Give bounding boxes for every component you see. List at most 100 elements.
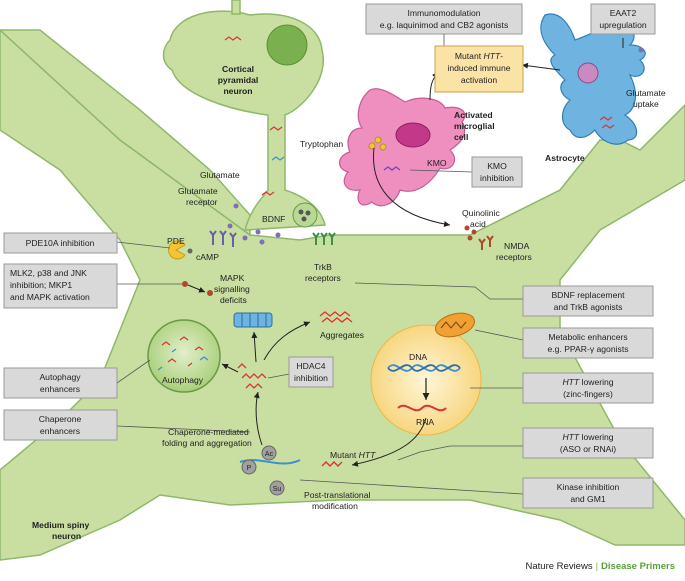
aggregates-label: Aggregates (320, 330, 364, 340)
htt-squiggle-3 (271, 156, 285, 161)
metabolic-line2: e.g. PPAR-γ agonists (547, 344, 628, 354)
therapy-box-mlk2: MLK2, p38 and JNK inhibition; MKP1 and M… (3, 263, 118, 309)
aggregates-icon (319, 311, 353, 323)
mitochondrion-cristae (440, 321, 467, 329)
pde-enzyme (168, 240, 186, 260)
autophagy-label: Autophagy (162, 375, 204, 385)
publisher-name: Nature Reviews (525, 561, 593, 572)
hdac4-line2: inhibition (294, 373, 328, 383)
camp-label: cAMP (196, 252, 219, 262)
mlk2-line2: inhibition; MKP1 (10, 280, 72, 290)
chaperone-label-1: Chaperone-mediated (168, 427, 249, 437)
mutant-htt-strand (321, 461, 343, 467)
pde10a-text: PDE10A inhibition (26, 238, 95, 248)
immunomodulation-line2: e.g. laquinimod and CB2 agonists (380, 20, 509, 30)
ptm-modifications (241, 445, 285, 496)
therapy-box-eaat2: EAAT2 upregulation (590, 3, 656, 35)
microglia-label-3: cell (454, 132, 468, 142)
dna-label: DNA (409, 352, 427, 362)
proteasome-icon (233, 312, 273, 328)
glutamate-receptors (209, 230, 237, 247)
therapy-box-immune-activation: Mutant HTT- induced immune activation (434, 45, 524, 93)
htt-squiggle-1 (224, 36, 242, 41)
tryptophan-to-kmo-arrow (373, 147, 451, 227)
hdac4-line1: HDAC4 (296, 361, 325, 371)
autophagosome-contents-blue (157, 348, 209, 371)
therapy-box-kinase: Kinase inhibition and GM1 (522, 477, 654, 509)
therapy-box-htt-lowering-aso: HTT lowering (ASO or RNAi) (522, 427, 654, 459)
httlow1-line2: (zinc-fingers) (563, 389, 613, 399)
trkb-receptors (312, 232, 336, 245)
astrocyte-htt (599, 116, 615, 129)
mutant-htt-label: Mutant HTT (330, 450, 376, 460)
httlow2-line2: (ASO or RNAi) (560, 444, 616, 454)
glutamate-receptor-label-2: receptor (186, 197, 218, 207)
htt-squiggle-2 (269, 126, 283, 131)
immunomodulation-line1: Immunomodulation (407, 8, 480, 18)
nmda-label-2: receptors (496, 252, 532, 262)
chaperone-label-2: folding and aggregation (162, 438, 252, 448)
kinase-line2: and GM1 (570, 494, 606, 504)
bdnf-label: BDNF (262, 214, 285, 224)
microglial-cell (339, 88, 466, 207)
mapk-dot-1 (182, 281, 188, 287)
metabolic-line1: Metabolic enhancers (548, 332, 627, 342)
cycle-arrow-autophagy (221, 363, 239, 373)
bdnf-box-line1: BDNF replacement (551, 290, 625, 300)
pde-label: PDE (167, 236, 185, 246)
mapk-label-2: signalling (214, 284, 250, 294)
cortical-label-2: pyramidal (218, 75, 259, 85)
mutant-htt-cluster (237, 363, 267, 389)
therapy-box-kmo: KMO inhibition (471, 156, 523, 188)
glutamate-uptake-dot (638, 47, 644, 53)
trkb-label-1: TrkB (314, 262, 332, 272)
autophagy-box-line1: Autophagy (39, 372, 81, 382)
immune-line2: induced immune (447, 63, 510, 73)
therapy-box-bdnf: BDNF replacement and TrkB agonists (522, 285, 654, 317)
cycle-arrow-ptm (253, 391, 263, 446)
footer-separator: | (595, 561, 599, 572)
nmda-label-1: NMDA (504, 241, 530, 251)
htt-squiggle-4 (261, 191, 275, 196)
msn-label-1: Medium spiny (32, 520, 90, 530)
bdnf-box-line2: and TrkB agonists (554, 302, 623, 312)
glutamate-receptor-label-1: Glutamate (178, 186, 218, 196)
therapy-box-pde10a: PDE10A inhibition (3, 232, 118, 254)
cortical-neuron-body (162, 10, 326, 231)
astrocyte-label: Astrocyte (545, 153, 585, 163)
cortical-axon-top (231, 0, 241, 15)
leader-lines (116, 169, 524, 495)
immune-line1: Mutant HTT- (455, 51, 503, 61)
mapk-dot-2 (207, 290, 213, 296)
rna-label: RNA (416, 417, 434, 427)
therapy-box-autophagy: Autophagy enhancers (3, 367, 118, 399)
mapk-label-3: deficits (220, 295, 247, 305)
tryptophan-molecules (368, 136, 387, 151)
chaperone-box-line1: Chaperone (39, 414, 82, 424)
glutamate-molecules (227, 203, 281, 245)
journal-name: Disease Primers (601, 561, 675, 572)
kmo-box-line1: KMO (487, 161, 507, 171)
kmo-box-line2: inhibition (480, 173, 514, 183)
therapy-box-chaperone: Chaperone enhancers (3, 409, 118, 441)
kinase-line1: Kinase inhibition (557, 482, 620, 492)
mlk2-line1: MLK2, p38 and JNK (10, 268, 87, 278)
ptm-label-2: modification (312, 501, 358, 511)
cortical-label-3: neuron (223, 86, 252, 96)
trkb-label-2: receptors (305, 273, 341, 283)
cycle-arrow-proteasome (251, 331, 258, 363)
glutamate-uptake-label-1: Glutamate (626, 88, 666, 98)
immune-line3: activation (461, 75, 498, 85)
msn-label-2: neuron (52, 531, 81, 541)
autophagosome-contents (161, 336, 204, 367)
quinolinic-label-2: acid (470, 219, 486, 229)
bdnf-dot (298, 209, 304, 215)
mapk-arrow (187, 284, 206, 293)
httlow1-line1: HTT lowering (562, 377, 613, 387)
therapy-box-htt-lowering-zf: HTT lowering (zinc-fingers) (522, 372, 654, 404)
tryptophan-label: Tryptophan (300, 139, 343, 149)
camp-molecule (187, 248, 193, 254)
therapy-box-immunomodulation: Immunomodulation e.g. laquinimod and CB2… (365, 3, 523, 35)
